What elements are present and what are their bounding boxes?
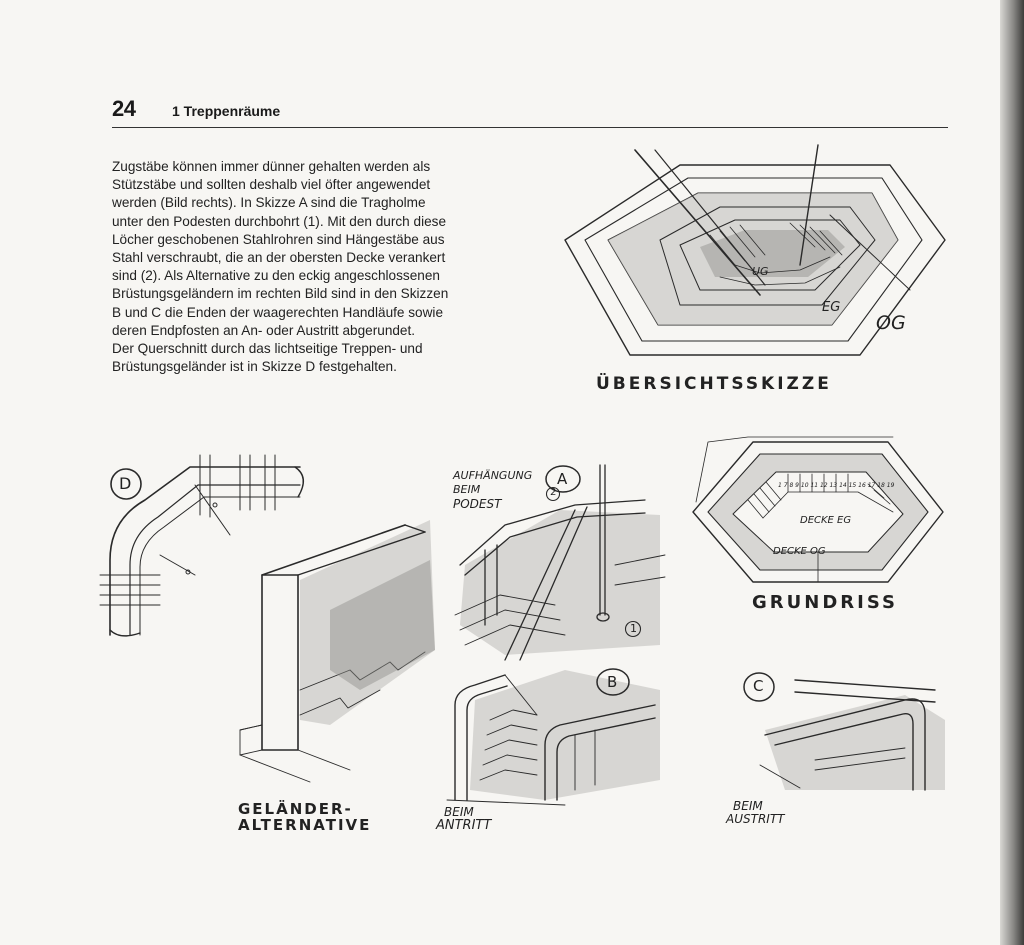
sketch-b-stair-start — [446, 670, 660, 806]
sketch-d-marker-circle — [110, 468, 142, 500]
body-line: sind (2). Als Alternative zu den eckig a… — [112, 268, 440, 284]
overview-label-eg: EG — [822, 300, 841, 315]
sketch-c-stair-end — [759, 679, 945, 791]
sketch-b-caption-line1: BEIM — [444, 805, 474, 819]
plan-step-numbers: 1 7 8 9 10 11 12 13 14 15 16 17 18 19 — [778, 482, 895, 489]
chapter-title: 1 Treppenräume — [172, 103, 281, 119]
body-line: Stützstäbe und sollten deshalb viel öfte… — [112, 177, 431, 193]
sketch-b-marker: B — [607, 673, 618, 691]
sketch-c-marker-circle — [743, 672, 775, 702]
sketch-d-marker: D — [119, 474, 132, 493]
sketch-a-suspension — [454, 464, 666, 661]
body-line: B und C die Enden der waagerechten Handl… — [112, 304, 444, 320]
sketch-b-marker-circle — [596, 668, 630, 696]
body-line: unter den Podesten durchbohrt (1). Mit d… — [112, 213, 447, 229]
sketch-a-marker: A — [557, 470, 568, 488]
sketch-c-caption-line2: AUSTRITT — [726, 812, 785, 826]
body-paragraph: Zugstäbe können immer dünner gehalten we… — [112, 158, 482, 376]
plan-caption: GRUNDRISS — [752, 592, 898, 613]
body-line: Löcher geschobenen Stahlrohren sind Häng… — [112, 231, 445, 247]
sketch-a-callout-2-circle — [545, 486, 561, 502]
sketch-d-handrail-section — [99, 454, 304, 637]
sketch-alternative-caption-line1: GELÄNDER- — [238, 800, 353, 818]
overview-caption: ÜBERSICHTSSKIZZE — [596, 374, 832, 394]
body-line: deren Endpfosten an An- oder Austritt ab… — [112, 322, 416, 338]
body-line: Brüstungsgeländern im rechten Bild sind … — [112, 286, 449, 302]
body-line: Zugstäbe können immer dünner gehalten we… — [112, 159, 431, 174]
overview-sketch — [564, 144, 946, 356]
sketch-a-callout-1-circle — [624, 620, 642, 638]
sketch-a-marker-circle — [545, 465, 581, 493]
overview-label-ug: UG — [752, 265, 769, 278]
sketch-a-callout-1: 1 — [630, 622, 637, 635]
sketch-a-callout-2: 2 — [550, 487, 557, 498]
body-line: Der Querschnitt durch das lichtseitige T… — [112, 341, 423, 357]
book-spine-shadow — [1000, 0, 1024, 945]
body-line: werden (Bild rechts). In Skizze A sind d… — [112, 195, 426, 211]
plan-sketch — [692, 436, 944, 583]
sketch-a-label-line1: AUFHÄNGUNG — [453, 469, 533, 482]
sketch-c-marker: C — [753, 677, 764, 695]
overview-label-og: OG — [876, 312, 906, 334]
body-line: Stahl verschraubt, die an der obersten D… — [112, 250, 446, 266]
sketch-a-label-line2: BEIM — [453, 483, 481, 496]
sketch-alternative-caption-line2: ALTERNATIVE — [238, 816, 372, 834]
sketch-b-caption-line2: ANTRITT — [436, 818, 492, 833]
header-rule — [112, 127, 948, 128]
plan-label-decke-og: DECKE OG — [773, 546, 826, 557]
plan-label-decke-eg: DECKE EG — [800, 515, 852, 526]
body-line: Brüstungsgeländer ist in Skizze D festge… — [112, 359, 397, 375]
sketch-c-caption-line1: BEIM — [733, 799, 763, 813]
sketch-a-label-line3: PODEST — [453, 497, 502, 511]
page-number: 24 — [112, 96, 136, 121]
sketch-alternative — [239, 520, 435, 783]
